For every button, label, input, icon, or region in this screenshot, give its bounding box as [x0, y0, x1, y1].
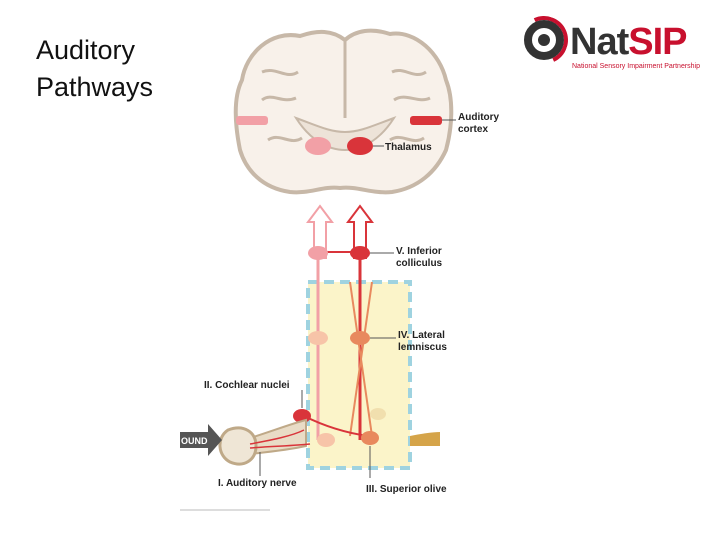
inferior-colliculus-red: [350, 246, 370, 260]
orange-cross-b: [349, 281, 373, 437]
lateral-lemniscus-label-1: IV. Lateral: [398, 330, 445, 341]
cochlear-nuclei-label: II. Cochlear nuclei: [204, 380, 290, 391]
pathway-lines: [303, 251, 373, 440]
logo-word-sip: SIP: [628, 21, 687, 63]
thalamus-left: [305, 137, 331, 155]
lateral-lemniscus-red: [350, 331, 370, 345]
ear-structures: OUND: [180, 418, 440, 511]
lateral-lemniscus-label-2: lemniscus: [398, 342, 447, 353]
sound-label: OUND: [181, 436, 208, 446]
brain-section: [233, 28, 456, 195]
natsip-logo: NatSIP National Sensory Impairment Partn…: [513, 9, 710, 76]
slide-title: Auditory Pathways: [36, 35, 154, 102]
sound-arrow: [180, 424, 222, 456]
logo-word-nat: Nat: [570, 21, 629, 63]
logo-tagline: National Sensory Impairment Partnership: [572, 63, 701, 70]
auditory-cortex-label-1: Auditory: [458, 112, 500, 123]
lateral-lemniscus-pink: [308, 331, 328, 345]
superior-olive-label: III. Superior olive: [366, 484, 447, 495]
brain-sulci: [261, 40, 431, 143]
thalamus-label: Thalamus: [385, 142, 432, 153]
inferior-colliculus-label-2: colliculus: [396, 258, 443, 269]
auditory-cortex-right: [410, 116, 442, 125]
nerve-fibers: [249, 429, 311, 449]
nerve-trunk-right: [410, 432, 440, 446]
ascending-arrows: [306, 204, 374, 259]
superior-olive-right: [361, 431, 379, 445]
thalamus-right: [347, 137, 373, 155]
superior-olive-left: [317, 433, 335, 447]
cochlea-shape: [218, 426, 258, 466]
logo-ring-icon: [524, 20, 564, 60]
auditory-nerve-bundle: [249, 418, 307, 456]
nuclei: [293, 246, 386, 447]
auditory-nerve-label: I. Auditory nerve: [218, 478, 297, 489]
logo-wordmark: NatSIP: [570, 20, 687, 64]
leader-lines: [259, 252, 396, 478]
inferior-colliculus-pink: [308, 246, 328, 260]
auditory-cortex-label-2: cortex: [458, 124, 488, 135]
inferior-colliculus-label-1: V. Inferior: [396, 246, 442, 257]
auditory-cortex-left: [236, 116, 268, 125]
trapezoid-body: [370, 408, 386, 420]
